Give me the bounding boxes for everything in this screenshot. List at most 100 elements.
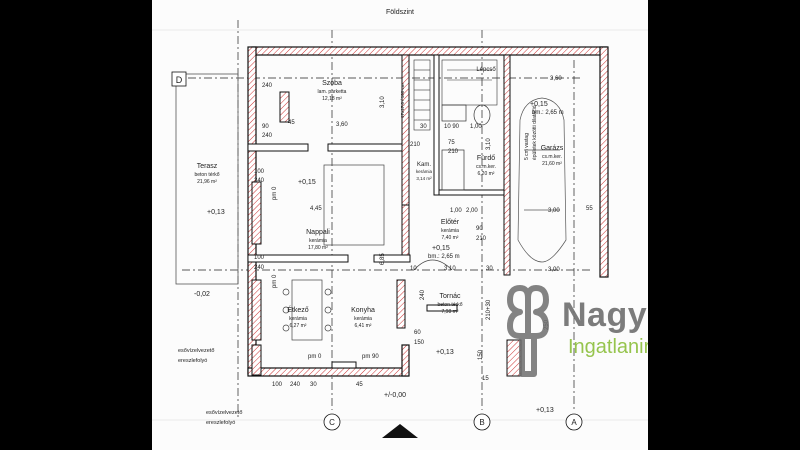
svg-text:240: 240 bbox=[290, 382, 301, 388]
brand-logo bbox=[498, 282, 568, 382]
svg-text:100: 100 bbox=[254, 255, 265, 261]
brand-subtitle: Ingatlaniroda bbox=[568, 336, 648, 358]
svg-text:240: 240 bbox=[420, 289, 426, 300]
garage-car bbox=[517, 97, 567, 263]
room-floor-nappali: kerámia bbox=[309, 238, 327, 244]
room-name-tornac: Tornác bbox=[439, 293, 461, 300]
note-wall-dilation: épületek közötti dilatáció bbox=[532, 105, 538, 160]
svg-text:3,10: 3,10 bbox=[444, 266, 456, 272]
svg-text:210: 210 bbox=[448, 149, 459, 155]
svg-text:55: 55 bbox=[586, 206, 593, 212]
svg-text:1,00: 1,00 bbox=[450, 208, 462, 214]
svg-text:240: 240 bbox=[262, 83, 273, 89]
svg-text:3,60: 3,60 bbox=[550, 76, 562, 82]
floor-plan-drawing: Földszint C B A D Szoba lam. parketta 12… bbox=[152, 9, 648, 438]
room-area-eloter: 7,40 m² bbox=[442, 235, 459, 241]
level-entry: +/-0,00 bbox=[384, 392, 406, 399]
svg-text:210: 210 bbox=[410, 142, 421, 148]
note-gutter-bottom-2: ereszlefolyó bbox=[206, 420, 235, 426]
room-area-szoba: 12,18 m² bbox=[322, 96, 342, 102]
interior-walls bbox=[247, 54, 522, 377]
svg-text:30: 30 bbox=[420, 124, 427, 130]
room-name-eloter: Előtér bbox=[441, 219, 460, 226]
room-name-garazs: Garázs bbox=[541, 145, 564, 152]
axis-label-d: D bbox=[176, 75, 183, 85]
level-hall: +0,15 bbox=[432, 245, 450, 252]
staircase bbox=[413, 59, 498, 131]
level-terrace: +0,13 bbox=[207, 209, 225, 216]
axis-label-c: C bbox=[329, 418, 335, 427]
terrace-outline bbox=[175, 73, 239, 285]
svg-text:6,85: 6,85 bbox=[380, 253, 386, 265]
room-name-lepcso: Lépcső bbox=[476, 67, 496, 73]
svg-text:100: 100 bbox=[272, 382, 283, 388]
note-pm0-living: pm 0 bbox=[272, 186, 278, 200]
room-name-konyha: Konyha bbox=[351, 307, 375, 314]
svg-text:2,00: 2,00 bbox=[466, 208, 478, 214]
svg-text:90: 90 bbox=[476, 226, 483, 232]
svg-text:10: 10 bbox=[410, 266, 417, 272]
level-porch-bottom: +0,13 bbox=[536, 407, 554, 414]
note-wall-thickness: 5 cm vastag bbox=[524, 133, 530, 160]
svg-text:150: 150 bbox=[414, 340, 425, 346]
room-name-furdo: Fürdő bbox=[477, 155, 495, 162]
plan-title: Földszint bbox=[386, 9, 414, 16]
svg-text:150: 150 bbox=[478, 349, 484, 360]
furniture bbox=[282, 164, 453, 341]
room-area-furdo: 6,20 m² bbox=[478, 171, 495, 177]
brand-mark-icon bbox=[507, 285, 549, 377]
level-outside: -0,02 bbox=[194, 291, 210, 298]
note-pm90: pm 90 bbox=[362, 354, 379, 360]
svg-text:30: 30 bbox=[310, 382, 317, 388]
room-area-terasz: 21,96 m² bbox=[197, 179, 217, 185]
svg-text:30: 30 bbox=[486, 266, 493, 272]
room-area-nappali: 17,80 m² bbox=[308, 245, 328, 251]
level-porch: +0,13 bbox=[436, 349, 454, 356]
svg-text:15: 15 bbox=[482, 376, 489, 382]
room-name-kamra: Kam. bbox=[417, 162, 431, 168]
svg-text:75: 75 bbox=[448, 140, 455, 146]
svg-text:240: 240 bbox=[254, 178, 265, 184]
svg-text:10 90: 10 90 bbox=[444, 124, 460, 130]
room-name-terasz: Terasz bbox=[197, 163, 218, 170]
room-floor-szoba: lam. parketta bbox=[318, 89, 347, 95]
room-area-garazs: 21,60 m² bbox=[542, 161, 562, 167]
note-stair: 17x17,0 / 100 cm bbox=[400, 83, 405, 118]
svg-text:60: 60 bbox=[414, 330, 421, 336]
svg-text:3,00: 3,00 bbox=[548, 208, 560, 214]
note-gutter-top-2: ereszlefolyó bbox=[178, 358, 207, 364]
room-floor-garazs: cs.m.ker. bbox=[542, 154, 562, 160]
floor-plan-sheet: Földszint C B A D Szoba lam. parketta 12… bbox=[152, 0, 648, 450]
svg-text:4,45: 4,45 bbox=[310, 206, 322, 212]
brand-name: Nagyerdei bbox=[562, 296, 648, 334]
svg-text:210: 210 bbox=[476, 236, 487, 242]
svg-text:3,10: 3,10 bbox=[486, 138, 492, 150]
room-area-tornac: 7,98 m² bbox=[442, 309, 459, 315]
room-floor-furdo: cs.m.ker. bbox=[476, 164, 496, 170]
room-name-etkezo: Étkező bbox=[287, 305, 309, 314]
note-pm0-dining: pm 0 bbox=[272, 274, 278, 288]
room-name-nappali: Nappali bbox=[306, 229, 330, 236]
bathroom-fixtures bbox=[441, 104, 491, 191]
level-garage-bm: bm.: 2,65 m bbox=[532, 110, 564, 116]
svg-text:3,60: 3,60 bbox=[336, 122, 348, 128]
level-hall-bm: bm.: 2,65 m bbox=[428, 254, 460, 260]
axis-markers bbox=[171, 71, 583, 431]
room-area-etkezo: 6,27 m² bbox=[290, 323, 307, 329]
north-triangle bbox=[382, 424, 418, 438]
svg-text:45: 45 bbox=[356, 382, 363, 388]
note-pm0-bottom: pm 0 bbox=[308, 354, 322, 360]
svg-text:240: 240 bbox=[254, 265, 265, 271]
room-area-konyha: 6,41 m² bbox=[355, 323, 372, 329]
room-floor-konyha: kerámia bbox=[354, 316, 372, 322]
axis-label-a: A bbox=[571, 418, 577, 427]
room-floor-etkezo: kerámia bbox=[289, 316, 307, 322]
svg-text:210+30: 210+30 bbox=[486, 299, 492, 320]
room-area-kamra: 3,14 m² bbox=[416, 176, 432, 181]
svg-text:45: 45 bbox=[288, 120, 295, 126]
svg-text:3,00: 3,00 bbox=[548, 267, 560, 273]
level-living: +0,15 bbox=[298, 179, 316, 186]
axis-label-b: B bbox=[479, 418, 484, 427]
room-floor-kamra: kerámia bbox=[416, 169, 433, 174]
